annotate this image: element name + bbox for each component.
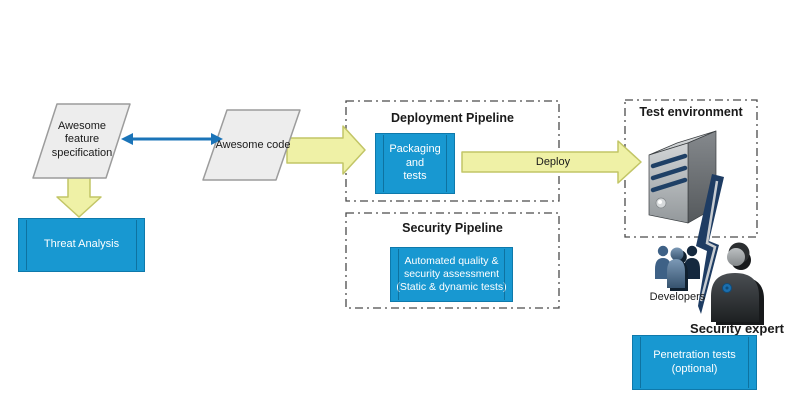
packaging-tests-box: Packaging and tests (375, 133, 455, 194)
code-to-pipeline-arrow (286, 125, 366, 175)
server-tower-icon (648, 130, 717, 224)
threat-analysis-box: Threat Analysis (18, 218, 145, 272)
assessment-box: Automated quality & security assessment … (390, 247, 513, 302)
security-pipeline-title: Security Pipeline (402, 221, 503, 235)
spec-to-threat-arrow (56, 177, 102, 218)
feature-spec-shape (32, 103, 131, 179)
lightning-bolt-icon (696, 174, 724, 314)
spec-code-bidirectional-arrow (121, 133, 223, 145)
deploy-arrow-shape (461, 140, 642, 184)
pentest-box: Penetration tests (optional) (632, 335, 757, 390)
developers-group-icon (655, 245, 700, 291)
packaging-tests-label: Packaging and tests (389, 142, 441, 183)
developers-label: Developers (649, 291, 706, 303)
feature-spec-label: Awesome feature specification (51, 120, 113, 159)
deployment-pipeline-title: Deployment Pipeline (391, 111, 514, 125)
security-expert-label: Security expert (690, 321, 784, 336)
code-label: Awesome code (215, 139, 291, 151)
deploy-label: Deploy (535, 156, 571, 168)
threat-analysis-label: Threat Analysis (43, 238, 120, 251)
assessment-label: Automated quality & security assessment … (396, 254, 507, 294)
security-expert-icon (711, 242, 764, 325)
security-pipeline-box (345, 212, 560, 309)
code-shape (202, 109, 301, 181)
pentest-label: Penetration tests (optional) (653, 348, 736, 375)
test-environment-title: Test environment (639, 105, 743, 119)
